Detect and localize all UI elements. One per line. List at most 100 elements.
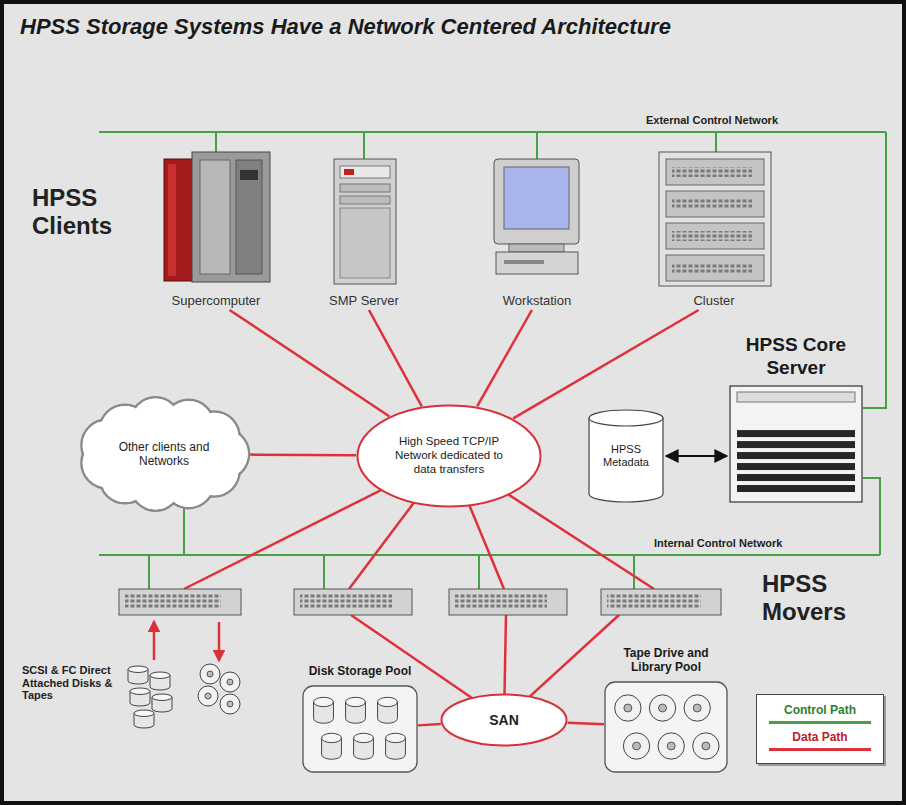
disk-icon [378, 697, 398, 706]
legend-text: Data Path [765, 730, 875, 744]
section-heading: HPSS Movers [762, 570, 886, 625]
node-text: Other clients and Networks [116, 440, 212, 469]
node-text: Workstation [503, 293, 572, 309]
smp-server-icon [340, 196, 390, 204]
legend-line [769, 721, 871, 724]
tape-reel [658, 733, 684, 759]
client-label: Workstation [499, 292, 576, 310]
core-server-shape [737, 441, 855, 448]
supercomputer-icon [168, 164, 176, 276]
storage-pool: Tape Drive and Library Pool [604, 646, 728, 675]
mover-switch [294, 589, 412, 615]
disk-icon [346, 702, 366, 723]
disk-icon [134, 710, 154, 716]
metadata-database-shape [589, 410, 663, 426]
client-label: Supercomputer [168, 292, 265, 310]
disk-icon [378, 702, 398, 723]
client-label: SMP Server [325, 292, 403, 310]
metadata-database: HPSS Metadata [595, 443, 657, 469]
network-cloud-shape [83, 439, 132, 488]
disk-icon [130, 688, 150, 694]
mover-switch [119, 589, 241, 615]
core-server: HPSS Core Server [729, 334, 863, 380]
legend-line [769, 748, 871, 751]
core-server-shape [737, 430, 855, 437]
network-cloud-shape [100, 405, 151, 456]
tape-reel [633, 742, 641, 750]
core-server-shape [737, 485, 855, 492]
cluster-icon [666, 223, 764, 249]
diagram-title: HPSS Storage Systems Have a Network Cent… [20, 14, 671, 40]
data-path-line [568, 723, 604, 725]
supercomputer-icon [236, 160, 262, 274]
core-server-shape [737, 452, 855, 459]
network-cloud: Other clients and Networks [116, 440, 212, 469]
data-path-line [513, 310, 698, 418]
network-ellipse-shape [358, 406, 541, 507]
tape-reel [659, 704, 667, 712]
network-cloud-shape [164, 401, 213, 450]
supercomputer-icon [240, 170, 258, 180]
tape-reel [207, 671, 213, 677]
tape-reel [220, 694, 240, 714]
network-cloud-shape [130, 460, 181, 511]
tape-reel [624, 704, 632, 712]
tape-reel [623, 733, 649, 759]
network-ellipse-shape [356, 404, 542, 508]
storage-pool-shape [303, 686, 417, 772]
tape-reel [615, 695, 719, 759]
direct-attached-devices [128, 664, 240, 728]
client-label: Supercomputer [168, 292, 265, 310]
cluster-icon [659, 152, 771, 286]
disk-icon [152, 694, 172, 700]
network-cloud-shape [163, 400, 214, 451]
client-label: Cluster [689, 292, 739, 310]
control-path [99, 131, 886, 133]
network-cloud-shape [190, 447, 239, 496]
core-server-shape [730, 386, 862, 502]
control-path [863, 132, 886, 555]
storage-pool: Disk Storage Pool [302, 664, 418, 773]
disk-icon [322, 738, 342, 759]
disk-icon [354, 738, 374, 759]
storage-pool: Disk Storage Pool [302, 664, 418, 678]
network-cloud-shape [130, 397, 181, 448]
disk-icon [386, 733, 406, 742]
core-server: HPSS Core Server [729, 334, 863, 502]
disk-icon [314, 697, 334, 706]
data-path-line [230, 310, 390, 416]
mover-switch [300, 594, 392, 609]
section-heading: HPSS Clients [32, 184, 142, 239]
tape-reel [200, 664, 220, 684]
mover-switch [607, 594, 701, 609]
legend-item: Data Path [765, 730, 875, 751]
mover-switch [601, 589, 721, 615]
core-server-shape [737, 463, 855, 470]
metadata-database-shape [589, 418, 663, 502]
network-cloud-shape [81, 437, 132, 488]
client-label: Cluster [689, 292, 739, 310]
san-ellipse: SAN [440, 693, 568, 747]
node-text: SMP Server [329, 293, 399, 309]
network-cloud-shape [100, 452, 151, 503]
mover-switch [125, 594, 221, 609]
node-layer: Supercomputer SMP Server Workstation Cluste… [4, 4, 906, 805]
cluster-icon [659, 152, 771, 286]
network-label: Internal Control Network [652, 537, 784, 550]
supercomputer-icon [192, 152, 270, 282]
network-cloud-shape [163, 457, 214, 508]
storage-pool-shape [302, 685, 418, 773]
mover-switch [455, 594, 547, 609]
disk-icon [354, 733, 374, 742]
metadata-database-shape [588, 410, 664, 502]
connector-layer [4, 4, 906, 805]
tape-reel [198, 686, 218, 706]
network-ellipse: High Speed TCP/IP Network dedicated to d… [389, 435, 509, 476]
smp-server-icon [340, 166, 390, 178]
network-cloud-shape [189, 445, 240, 496]
device-label: SCSI & FC Direct Attached Disks & Tapes [22, 664, 122, 702]
legend-box: Control PathData Path [756, 694, 884, 764]
mover-switch [449, 589, 567, 615]
cluster-icon [666, 255, 764, 281]
